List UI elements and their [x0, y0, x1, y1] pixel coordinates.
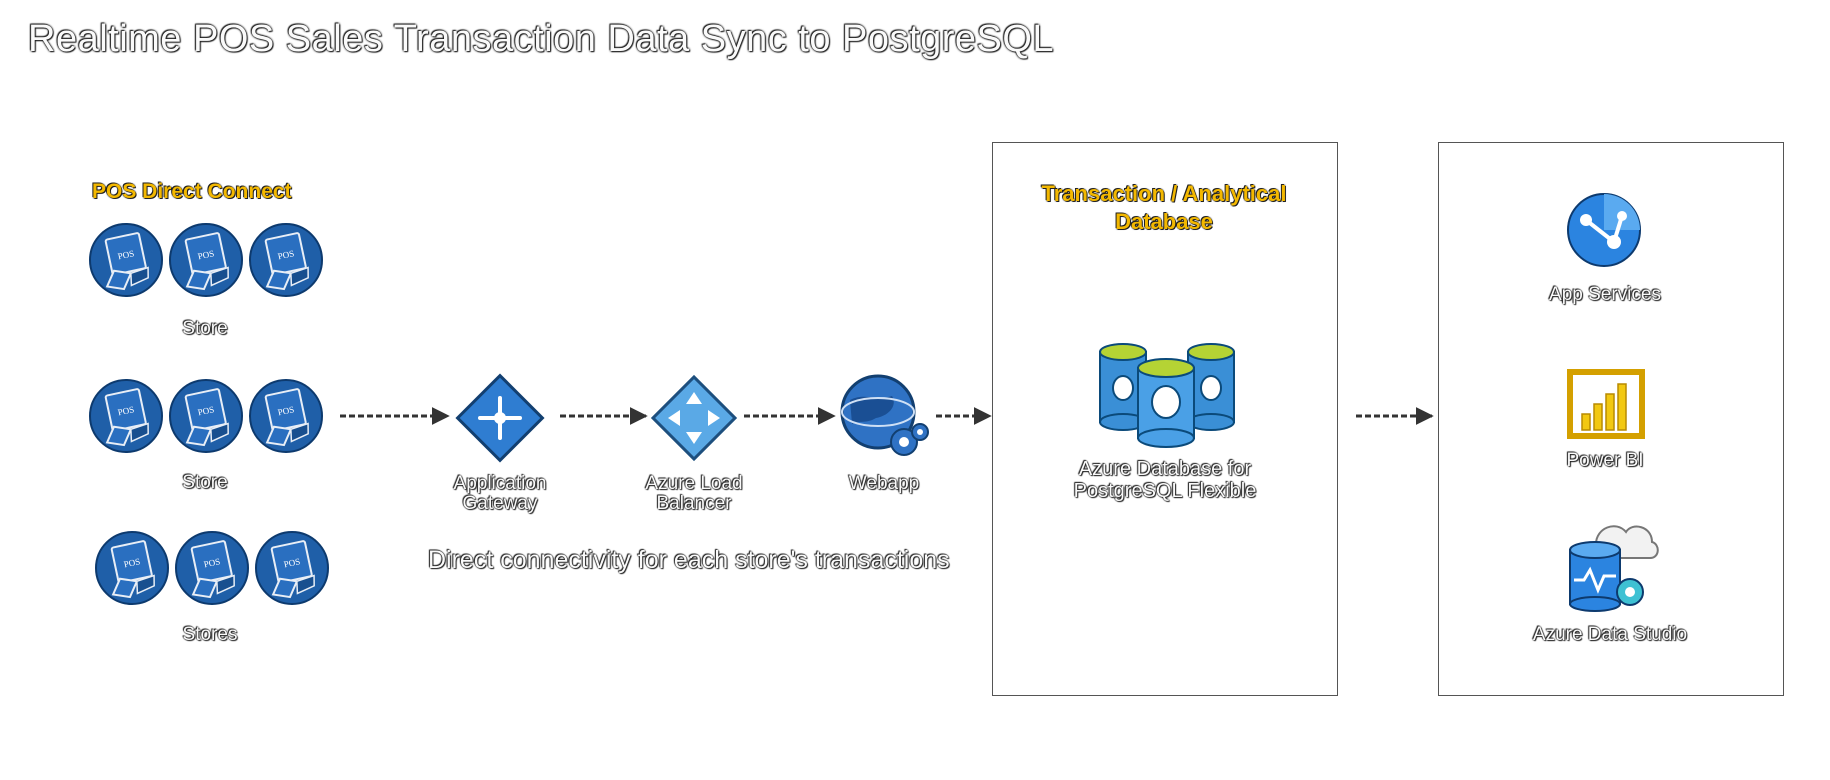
label-line: Azure Load	[645, 473, 743, 494]
label-line: Azure Database for	[1078, 458, 1252, 480]
postgresql-label: Azure Database for PostgreSQL Flexible	[1040, 458, 1290, 502]
azure-data-studio-label: Azure Data Studio	[1532, 624, 1688, 645]
database-box-heading: Transaction / Analytical Database	[1000, 180, 1328, 236]
store-label: Stores	[182, 624, 238, 645]
label-line: Webapp	[848, 473, 920, 494]
label-line: Application	[453, 473, 547, 494]
page-title: Realtime POS Sales Transaction Data Sync…	[28, 18, 1055, 60]
postgresql-databases-icon	[1099, 343, 1235, 448]
webapp-label: Webapp	[824, 474, 944, 494]
application-gateway-icon	[455, 373, 545, 463]
app-services-label: App Services	[1549, 284, 1661, 305]
application-gateway-label: Application Gateway	[430, 474, 570, 514]
load-balancer-label: Azure Load Balancer	[626, 474, 762, 514]
heading-line: Transaction / Analytical	[1041, 181, 1287, 206]
store-label: Store	[182, 472, 228, 493]
power-bi-icon	[1567, 369, 1645, 439]
load-balancer-icon	[650, 374, 738, 462]
pos-section-heading: POS Direct Connect	[92, 180, 292, 203]
label-line: Balancer	[656, 493, 732, 514]
power-bi-label: Power BI	[1566, 450, 1644, 471]
label-line: PostgreSQL Flexible	[1073, 480, 1257, 502]
web-app-globe-gears-icon	[840, 374, 929, 456]
app-services-icon	[1567, 193, 1641, 267]
connectivity-note: Direct connectivity for each store's tra…	[428, 546, 950, 574]
store-label: Store	[182, 318, 228, 339]
heading-line: Database	[1115, 209, 1213, 234]
azure-data-studio-icon	[1569, 525, 1659, 612]
label-line: Gateway	[462, 493, 538, 514]
